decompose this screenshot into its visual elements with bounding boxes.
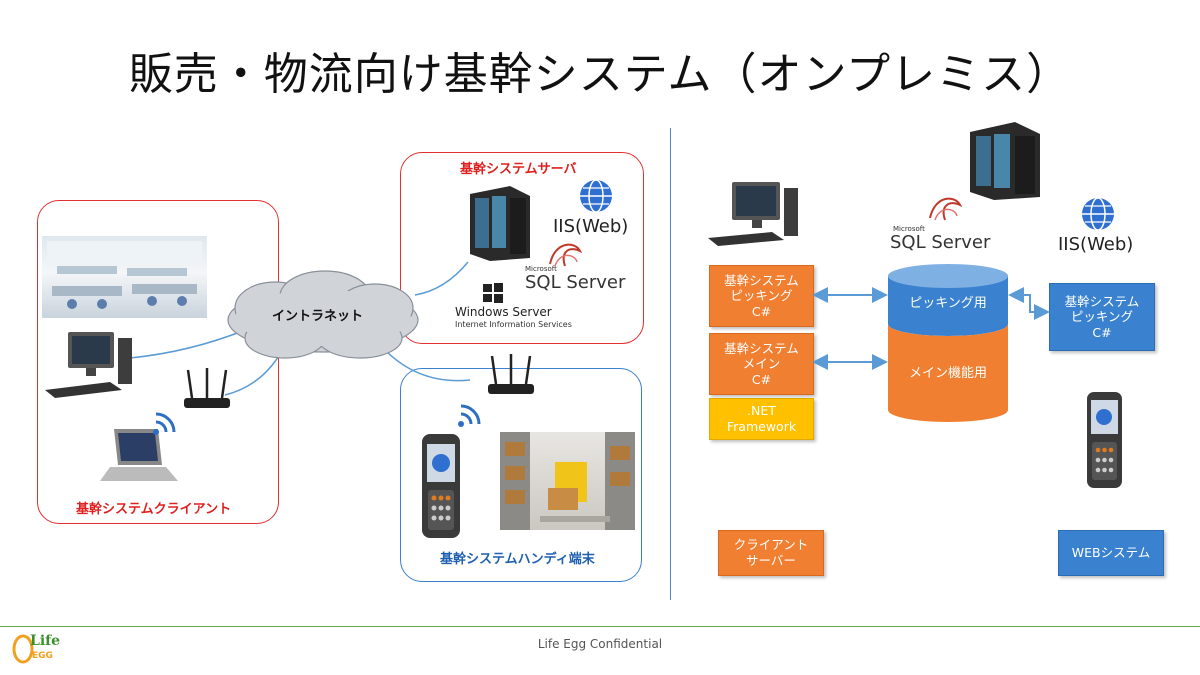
desktop-pc-icon-right bbox=[708, 182, 798, 246]
legend-web-system: WEBシステム bbox=[1058, 530, 1164, 576]
sql-server-logo-icon bbox=[549, 243, 583, 267]
db-main-label: メイン機能用 bbox=[908, 366, 987, 381]
router-icon-handy bbox=[488, 354, 534, 394]
server-rack-icon bbox=[470, 186, 530, 261]
router-icon bbox=[184, 368, 230, 408]
handy-terminal-icon-right bbox=[1087, 392, 1122, 488]
sql-server-logo-icon-right bbox=[929, 197, 963, 221]
globe-icon bbox=[580, 179, 612, 213]
server-zone-label: 基幹システムサーバ bbox=[460, 162, 577, 177]
footer-line bbox=[0, 626, 1200, 627]
laptop-icon bbox=[100, 429, 178, 481]
handy-zone-label: 基幹システムハンディ端末 bbox=[440, 552, 595, 567]
iis-label: IIS(Web) bbox=[553, 216, 629, 237]
vertical-divider bbox=[670, 128, 671, 600]
sql-server-label: SQL Server bbox=[525, 272, 626, 293]
sql-small-label-right: Microsoft bbox=[893, 225, 925, 233]
windows-server-sub-label: Internet Information Services bbox=[455, 320, 572, 329]
handy-terminal-icon bbox=[422, 434, 460, 538]
sql-small-label: Microsoft bbox=[525, 265, 557, 273]
client-zone-label: 基幹システムクライアント bbox=[76, 502, 232, 517]
database-cylinder bbox=[888, 264, 1008, 422]
legend-client-server: クライアントサーバー bbox=[718, 530, 824, 576]
intranet-label: イントラネット bbox=[272, 309, 364, 324]
windows-logo-icon bbox=[483, 283, 503, 303]
server-rack-icon-right bbox=[970, 122, 1040, 200]
warehouse-image bbox=[500, 432, 635, 530]
wifi-icon bbox=[153, 412, 176, 435]
footer-confidential: Life Egg Confidential bbox=[537, 637, 663, 651]
desktop-pc-icon bbox=[45, 332, 132, 398]
sql-server-label-right: SQL Server bbox=[890, 232, 991, 253]
db-picking-label: ピッキング用 bbox=[909, 296, 987, 311]
page-title: 販売・物流向け基幹システム（オンプレミス） bbox=[128, 49, 1072, 100]
logo-life-text: Life bbox=[30, 633, 61, 649]
globe-icon-right bbox=[1082, 197, 1114, 231]
logo-egg-text: EGG bbox=[32, 651, 53, 661]
windows-server-label: Windows Server bbox=[455, 305, 552, 319]
wifi-icon-handy bbox=[458, 404, 481, 427]
iis-label-right: IIS(Web) bbox=[1058, 234, 1134, 255]
life-egg-logo-icon bbox=[12, 634, 34, 664]
intranet-cloud-icon bbox=[227, 270, 419, 359]
office-image bbox=[42, 236, 207, 318]
